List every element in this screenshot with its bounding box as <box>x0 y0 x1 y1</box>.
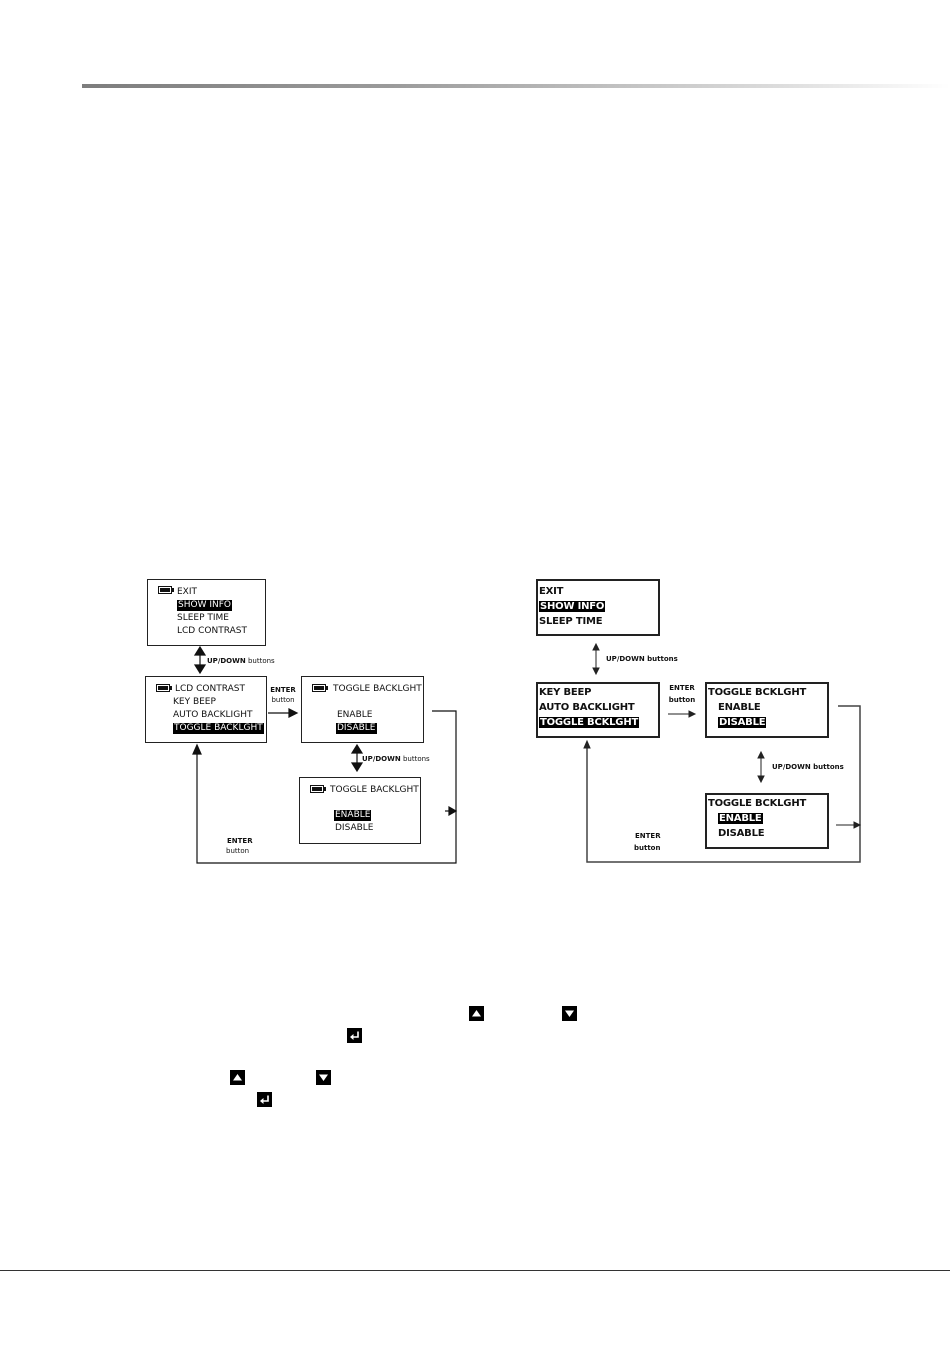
menu-item-auto-backlight: AUTO BACKLIGHT <box>539 702 635 713</box>
option-disable: DISABLE <box>718 828 765 839</box>
battery-icon <box>312 684 328 692</box>
label-updown-buttons: UP/DOWN buttons <box>362 755 430 763</box>
menu-item-key-beep: KEY BEEP <box>173 697 216 707</box>
down-arrow-icon <box>562 1006 577 1021</box>
menu-item-toggle-backlight-selected: TOGGLE BACKLGHT <box>173 723 264 734</box>
menu-item-exit: EXIT <box>539 586 564 597</box>
up-arrow-icon <box>230 1070 245 1085</box>
menu-item-auto-backlight: AUTO BACKLIGHT <box>173 710 253 720</box>
lcd-screen-toggle-enable-alt: TOGGLE BCKLGHT ENABLE DISABLE <box>705 793 829 849</box>
label-enter: ENTER <box>635 832 661 840</box>
right-connectors <box>583 642 862 863</box>
down-arrow-icon <box>316 1070 331 1085</box>
battery-icon <box>310 785 326 793</box>
enter-key-icon <box>347 1028 362 1043</box>
battery-icon <box>158 586 174 594</box>
option-disable: DISABLE <box>335 823 374 833</box>
lcd-screen-toggle-disable-alt: TOGGLE BCKLGHT ENABLE DISABLE <box>705 682 829 738</box>
up-arrow-icon <box>469 1006 484 1021</box>
screen-title-toggle-backlight: TOGGLE BACKLGHT <box>333 684 422 694</box>
option-enable: ENABLE <box>718 702 761 713</box>
option-enable-selected: ENABLE <box>718 813 763 824</box>
label-button: button <box>668 696 696 704</box>
lcd-screen-main-menu: EXIT SHOW INFO SLEEP TIME LCD CONTRAST <box>147 579 266 646</box>
enter-key-icon <box>257 1092 272 1107</box>
menu-item-toggle-backlight-selected: TOGGLE BCKLGHT <box>539 717 640 728</box>
battery-icon <box>156 684 172 692</box>
label-updown-buttons: UP/DOWN buttons <box>606 655 678 663</box>
label-enter: ENTER <box>270 686 296 694</box>
menu-item-key-beep: KEY BEEP <box>539 687 592 698</box>
screen-title-toggle-backlight: TOGGLE BACKLGHT <box>330 785 419 795</box>
menu-item-lcd-contrast: LCD CONTRAST <box>177 626 247 636</box>
menu-item-exit: EXIT <box>177 587 198 597</box>
label-updown-buttons: UP/DOWN buttons <box>772 763 844 771</box>
label-button: button <box>634 844 661 852</box>
lcd-screen-toggle-disable: TOGGLE BACKLGHT ENABLE DISABLE <box>301 676 424 743</box>
option-disable-selected: DISABLE <box>336 723 377 734</box>
label-enter: ENTER <box>227 837 253 845</box>
lcd-screen-toggle-enable: TOGGLE BACKLGHT ENABLE DISABLE <box>299 777 421 844</box>
menu-item-show-info-selected: SHOW INFO <box>177 600 232 611</box>
menu-item-sleep-time: SLEEP TIME <box>177 613 229 623</box>
left-connectors <box>192 645 458 864</box>
option-disable-selected: DISABLE <box>718 717 767 728</box>
footer-rule <box>0 1270 950 1271</box>
label-updown-buttons: UP/DOWN buttons <box>207 657 275 665</box>
lcd-screen-settings-menu: LCD CONTRAST KEY BEEP AUTO BACKLIGHT TOG… <box>145 676 267 743</box>
label-button: button <box>271 696 295 704</box>
lcd-screen-main-menu-alt: EXIT SHOW INFO SLEEP TIME <box>536 579 660 636</box>
option-enable: ENABLE <box>337 710 373 720</box>
label-enter: ENTER <box>669 684 695 692</box>
header-rule <box>82 84 950 88</box>
menu-item-sleep-time: SLEEP TIME <box>539 616 603 627</box>
option-enable-selected: ENABLE <box>334 810 372 821</box>
menu-item-lcd-contrast: LCD CONTRAST <box>175 684 245 694</box>
screen-title-toggle-backlight: TOGGLE BCKLGHT <box>708 687 807 698</box>
label-button: button <box>226 847 250 855</box>
menu-item-show-info-selected: SHOW INFO <box>539 601 606 612</box>
screen-title-toggle-backlight: TOGGLE BCKLGHT <box>708 798 807 809</box>
lcd-screen-settings-menu-alt: KEY BEEP AUTO BACKLIGHT TOGGLE BCKLGHT <box>536 682 660 738</box>
